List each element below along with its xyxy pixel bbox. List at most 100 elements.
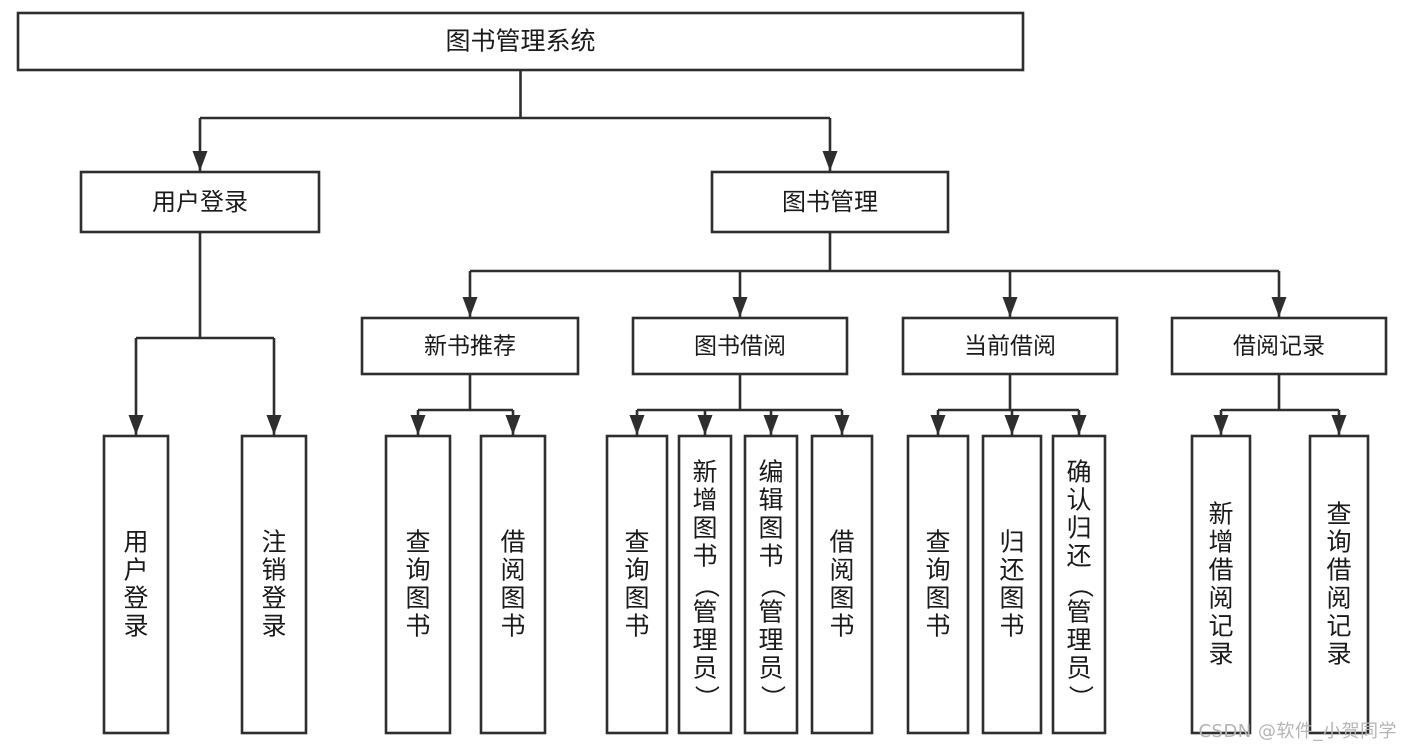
node-book-manage[interactable]: 图书管理	[710, 170, 950, 234]
svg-text:登: 登	[261, 584, 286, 613]
svg-text:询: 询	[925, 556, 950, 585]
node-current-borrow[interactable]: 当前借阅	[901, 316, 1119, 376]
svg-text:阅: 阅	[1326, 584, 1351, 613]
node-root[interactable]: 图书管理系统	[16, 11, 1025, 72]
node-box-leaf-rec-borrow[interactable]	[479, 434, 547, 735]
svg-text:归: 归	[1066, 514, 1091, 543]
node-box-new-book-rec[interactable]	[360, 316, 580, 376]
svg-text:辑: 辑	[758, 486, 783, 515]
watermark-label: CSDN @软件_小贺同学	[1198, 721, 1397, 742]
node-box-leaf-rec-search[interactable]	[1308, 434, 1370, 735]
node-label-user-login: 用户登录	[152, 188, 248, 216]
node-box-leaf-user-login[interactable]	[102, 434, 170, 735]
svg-text:查: 查	[405, 528, 430, 557]
svg-text:借: 借	[500, 528, 525, 557]
svg-text:图: 图	[829, 584, 854, 613]
node-box-leaf-user-logout[interactable]	[240, 434, 308, 735]
svg-text:图: 图	[500, 584, 525, 613]
svg-text:员: 员	[692, 654, 717, 683]
svg-text:用: 用	[123, 528, 148, 557]
svg-text:还: 还	[999, 556, 1024, 585]
svg-text:员: 员	[758, 654, 783, 683]
svg-text:书: 书	[758, 542, 783, 571]
svg-text:）: ）	[692, 685, 721, 710]
node-new-book-rec[interactable]: 新书推荐	[360, 316, 580, 376]
node-book-borrow[interactable]: 图书借阅	[631, 316, 849, 376]
node-box-leaf-cur-query[interactable]	[906, 434, 970, 735]
svg-text:登: 登	[123, 584, 148, 613]
svg-text:询: 询	[405, 556, 430, 585]
svg-text:录: 录	[261, 612, 286, 641]
node-box-current-borrow[interactable]	[901, 316, 1119, 376]
svg-text:书: 书	[925, 612, 950, 641]
node-borrow-record[interactable]: 借阅记录	[1170, 316, 1388, 376]
svg-text:询: 询	[624, 556, 649, 585]
connector-layer	[128, 70, 1347, 435]
svg-text:图: 图	[758, 514, 783, 543]
svg-text:户: 户	[123, 556, 148, 585]
svg-text:阅: 阅	[829, 556, 854, 585]
svg-text:管: 管	[758, 598, 783, 627]
svg-text:书: 书	[692, 542, 717, 571]
node-box-leaf-borrow-edit[interactable]	[743, 434, 799, 735]
svg-text:增: 增	[1208, 528, 1233, 557]
node-box-leaf-cur-return[interactable]	[981, 434, 1043, 735]
node-box-leaf-cur-confirm[interactable]	[1051, 434, 1107, 735]
node-box-book-borrow[interactable]	[631, 316, 849, 376]
svg-text:新: 新	[692, 458, 717, 487]
node-box-leaf-borrow-add[interactable]	[677, 434, 733, 735]
svg-text:查: 查	[1326, 500, 1351, 529]
node-box-borrow-record[interactable]	[1170, 316, 1388, 376]
node-label-book-manage: 图书管理	[782, 188, 878, 216]
svg-text:编: 编	[758, 458, 783, 487]
node-label-new-book-rec: 新书推荐	[424, 334, 516, 360]
node-box-leaf-borrow-query[interactable]	[605, 434, 669, 735]
svg-text:查: 查	[925, 528, 950, 557]
svg-text:）: ）	[758, 685, 787, 710]
svg-text:（: （	[1066, 573, 1095, 598]
node-box-leaf-rec-query[interactable]	[384, 434, 452, 735]
svg-text:借: 借	[1326, 556, 1351, 585]
node-box-root[interactable]	[16, 11, 1025, 72]
svg-text:理: 理	[692, 626, 717, 655]
svg-text:图: 图	[925, 584, 950, 613]
svg-text:确: 确	[1066, 458, 1091, 487]
svg-text:询: 询	[1326, 528, 1351, 557]
node-label-book-borrow: 图书借阅	[694, 334, 786, 360]
svg-text:理: 理	[1066, 626, 1091, 655]
node-box-leaf-rec-add[interactable]	[1190, 434, 1252, 735]
node-leaf-user-login[interactable]: 用户登录	[102, 434, 170, 735]
node-box-user-login[interactable]	[79, 170, 321, 234]
node-box-book-manage[interactable]	[710, 170, 950, 234]
node-box-leaf-borrow-lend[interactable]	[810, 434, 874, 735]
svg-text:员: 员	[1066, 654, 1091, 683]
svg-text:书: 书	[829, 612, 854, 641]
svg-text:借: 借	[829, 528, 854, 557]
svg-text:管: 管	[692, 598, 717, 627]
node-user-login[interactable]: 用户登录	[79, 170, 321, 234]
svg-text:图: 图	[999, 584, 1024, 613]
node-label-leaf-user-login: 用户登录	[123, 528, 148, 641]
